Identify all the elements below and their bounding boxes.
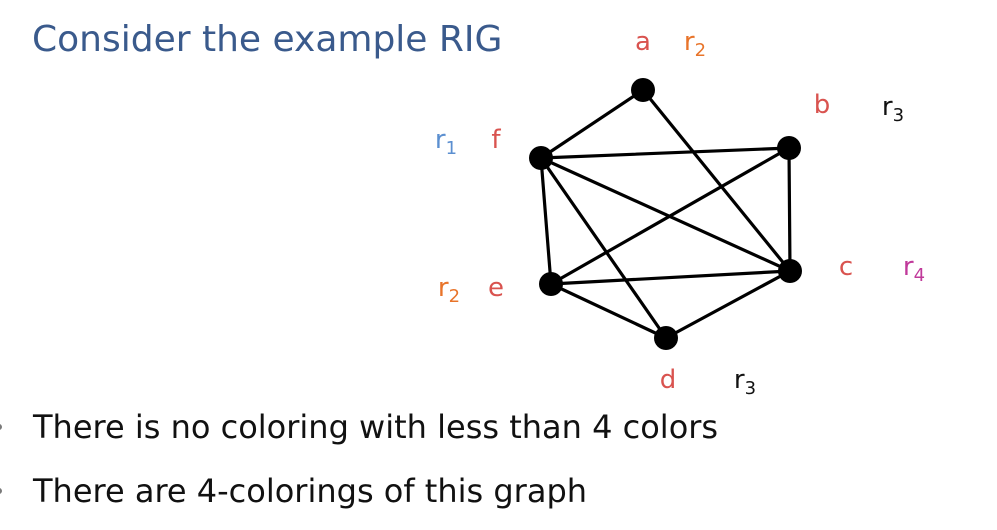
register-label-d: r3 (734, 365, 756, 399)
edge-a-c (641, 88, 792, 273)
bullet-marker (0, 488, 2, 494)
node-label-b: b (814, 90, 831, 120)
node-e (539, 272, 563, 296)
node-label-a: a (635, 27, 651, 57)
edge-f-c (539, 156, 792, 273)
bullet-marker (0, 424, 2, 430)
edge-d-c (664, 269, 792, 340)
register-label-b: r3 (882, 92, 904, 126)
edge-a-f (539, 88, 645, 160)
node-a (631, 78, 655, 102)
edge-b-f (539, 146, 791, 160)
register-interference-graph: a r2 b r3 c r4 d r3 e r2 f r1 (435, 27, 925, 399)
edge-e-d (549, 282, 668, 340)
edge-f-e (539, 156, 553, 286)
graph-nodes (529, 78, 802, 350)
graph-labels: a r2 b r3 c r4 d r3 e r2 f r1 (435, 27, 925, 399)
node-label-f: f (491, 125, 501, 155)
register-label-a: r2 (684, 27, 706, 61)
edge-b-c (787, 146, 792, 273)
node-d (654, 326, 678, 350)
node-label-e: e (488, 273, 504, 303)
node-label-d: d (660, 365, 677, 395)
node-b (777, 136, 801, 160)
edge-e-c (549, 269, 792, 286)
node-c (778, 259, 802, 283)
register-label-c: r4 (903, 252, 925, 286)
node-f (529, 146, 553, 170)
register-label-f: r1 (435, 125, 457, 159)
graph-edges (539, 88, 792, 340)
node-label-c: c (839, 252, 853, 282)
edge-f-d (539, 156, 668, 340)
register-label-e: r2 (438, 273, 460, 307)
bullet-text: There is no coloring with less than 4 co… (33, 408, 719, 446)
bullet-text: There are 4-colorings of this graph (33, 472, 588, 510)
slide-title: Consider the example RIG (32, 19, 503, 60)
